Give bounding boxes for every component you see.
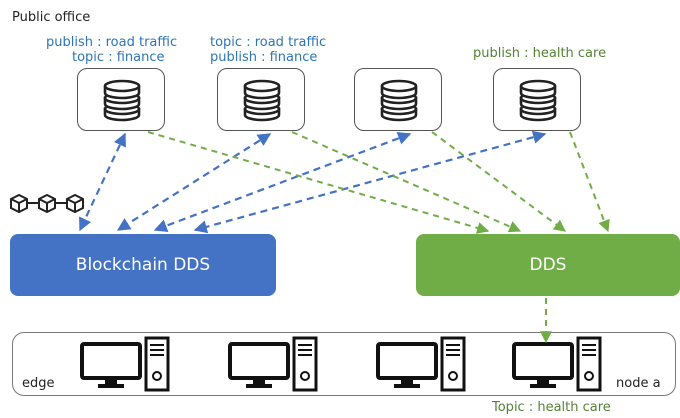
green-link-db4 — [569, 131, 610, 233]
green-link-db2 — [291, 131, 522, 233]
topic-health-care-label: Topic : health care — [492, 400, 611, 415]
computer-icon — [376, 336, 466, 392]
blockchain-dds-label: Blockchain DDS — [75, 255, 211, 275]
edge-label: edge — [22, 376, 55, 391]
db1-label-publish: publish : road traffic — [46, 35, 178, 50]
computer-icon — [228, 336, 318, 392]
blockchain-dds-node: Blockchain DDS — [10, 234, 276, 296]
database-icon — [243, 79, 281, 122]
database-icon — [380, 79, 418, 122]
database-icon — [103, 79, 141, 122]
blue-link-db1 — [79, 132, 126, 232]
blue-link-db4 — [193, 130, 547, 234]
green-link-db3 — [431, 131, 566, 232]
database-server-4 — [493, 68, 581, 131]
db4-label-publish: publish : health care — [473, 46, 607, 61]
db1-label-topic: topic : finance — [72, 50, 165, 65]
computer-icon — [80, 336, 170, 392]
green-link-db1 — [147, 131, 490, 234]
database-server-3 — [354, 68, 442, 131]
computer-icon — [512, 336, 602, 392]
dds-label: DDS — [529, 255, 567, 275]
db2-label-topic: topic : road traffic — [210, 35, 327, 50]
blockchain-icon — [10, 193, 84, 214]
public-office-title: Public office — [12, 10, 91, 25]
database-icon — [519, 79, 557, 122]
dds-node: DDS — [416, 234, 680, 296]
database-server-1 — [77, 68, 165, 131]
node-a-label: node a — [616, 376, 661, 391]
db2-label-publish: publish : finance — [210, 50, 318, 65]
database-server-2 — [217, 68, 305, 131]
